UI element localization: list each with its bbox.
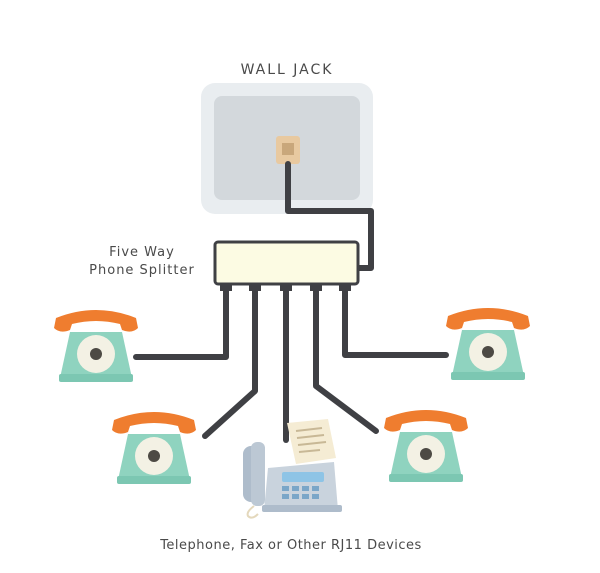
- phone-icon-right-bottom: [384, 410, 468, 482]
- wall-jack-label: WALL JACK: [240, 62, 334, 78]
- splitter-label-line2: Phone Splitter: [89, 263, 195, 278]
- cable-splitter-to-phone-right-top: [342, 287, 449, 358]
- phone-icon-left-bottom: [112, 412, 196, 484]
- cable-splitter-to-phone-left-bottom: [202, 287, 258, 439]
- cable-jack-to-splitter: [285, 161, 374, 271]
- fax-machine-icon: [243, 419, 342, 519]
- wall-jack-port-icon: [276, 136, 300, 164]
- phone-icon-left-top: [54, 310, 138, 382]
- phone-icon-right-top: [446, 308, 530, 380]
- five-way-splitter: [213, 240, 360, 291]
- cable-splitter-to-phone-right-bottom: [313, 287, 379, 434]
- cable-splitter-to-phone-left-top: [133, 287, 229, 360]
- splitter-label: Five Way Phone Splitter: [80, 244, 204, 280]
- devices-caption: Telephone, Fax or Other RJ11 Devices: [160, 538, 422, 553]
- splitter-label-line1: Five Way: [109, 245, 175, 260]
